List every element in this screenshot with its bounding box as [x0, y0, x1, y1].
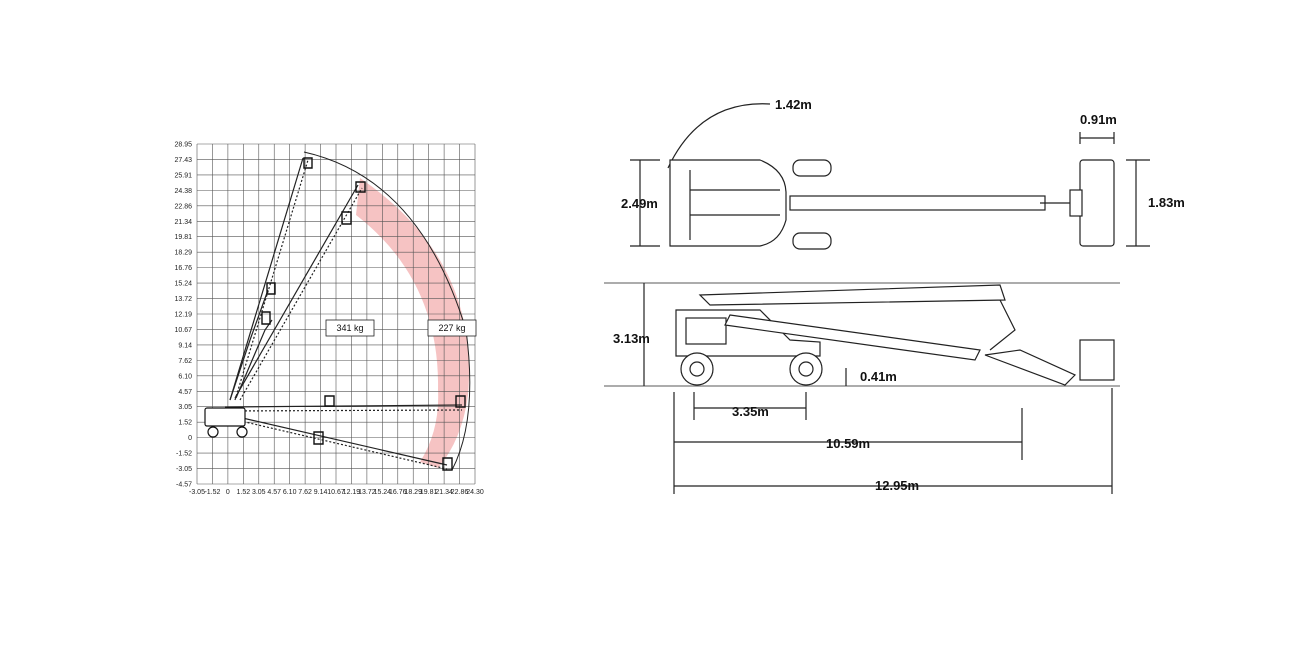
dim-stowed-length-short: 10.59m: [826, 436, 870, 451]
y-tick-label: -1.52: [176, 451, 192, 458]
y-tick-label: 22.86: [174, 203, 192, 210]
y-tick-label: -4.57: [176, 482, 192, 489]
x-tick-label: 3.05: [252, 489, 266, 496]
x-tick-label: 13.72: [358, 489, 376, 496]
y-tick-label: 16.76: [174, 265, 192, 272]
y-tick-label: 12.19: [174, 312, 192, 319]
x-tick-label: -1.52: [204, 489, 220, 496]
x-tick-label: 19.81: [420, 489, 438, 496]
platform-side: [1079, 339, 1115, 381]
dim-swing-radius: 1.42m: [775, 97, 812, 112]
dim-wheelbase: 3.35m: [732, 404, 769, 419]
y-tick-label: -3.05: [176, 466, 192, 473]
y-axis-ticks: 28.95 27.43 25.91 24.38 22.86 21.34 19.81 18.29…: [174, 142, 192, 489]
capacity-box-outer: [427, 319, 477, 337]
boom-plan: [789, 195, 1046, 211]
chassis-plan: [669, 159, 787, 247]
envelope-outline: [303, 151, 471, 471]
y-tick-label: 24.38: [174, 188, 192, 195]
capacity-box-inner: [325, 319, 375, 337]
boom-side: [698, 284, 1006, 306]
chart-grid: [196, 143, 476, 485]
plan-view: [630, 103, 1150, 250]
y-tick-label: 10.67: [174, 327, 192, 334]
wheel-side-front: [680, 352, 714, 386]
working-range-chart: 28.9527.4325.9124.3822.8621.3419.8118.29…: [174, 142, 483, 497]
swing-radius-arc: [667, 103, 771, 169]
side-view: [604, 282, 1120, 494]
dim-platform-width: 1.83m: [1148, 195, 1185, 210]
x-tick-label: 0: [226, 489, 230, 496]
x-tick-label: 7.62: [298, 489, 312, 496]
y-tick-label: 0: [188, 435, 192, 442]
y-tick-label: 25.91: [174, 172, 192, 179]
y-tick-label: 28.95: [174, 142, 192, 149]
dim-ground-clearance: 0.41m: [860, 369, 897, 384]
y-tick-label: 19.81: [174, 234, 192, 241]
x-tick-label: 9.14: [314, 489, 328, 496]
y-tick-label: 4.57: [178, 389, 192, 396]
wheel-plan-top: [792, 159, 832, 177]
machine-silhouette: [204, 407, 248, 438]
dim-stowed-length-overall: 12.95m: [875, 478, 919, 493]
capacity-label-inner: 341 kg: [336, 323, 363, 333]
x-tick-label: 21.34: [435, 489, 453, 496]
y-tick-label: 27.43: [174, 157, 192, 164]
y-tick-label: 9.14: [178, 342, 192, 349]
y-tick-label: 18.29: [174, 250, 192, 257]
y-tick-label: 13.72: [174, 296, 192, 303]
x-tick-label: 16.76: [389, 489, 407, 496]
x-tick-label: 6.10: [283, 489, 297, 496]
platform-plan: [1079, 159, 1115, 247]
x-tick-label: 1.52: [237, 489, 251, 496]
dim-overall-width: 2.49m: [621, 196, 658, 211]
x-tick-label: 15.24: [374, 489, 392, 496]
capacity-label-outer: 227 kg: [438, 323, 465, 333]
x-tick-label: 12.19: [343, 489, 361, 496]
x-tick-label: -3.05: [189, 489, 205, 496]
x-tick-label: 10.67: [327, 489, 345, 496]
y-tick-label: 15.24: [174, 281, 192, 288]
basket-icons: [261, 157, 466, 471]
y-tick-label: 6.10: [178, 373, 192, 380]
y-tick-label: 1.52: [178, 420, 192, 427]
y-tick-label: 21.34: [174, 219, 192, 226]
y-tick-label: 3.05: [178, 404, 192, 411]
x-tick-label: 22.86: [451, 489, 469, 496]
reach-zone-227kg: [356, 178, 470, 468]
x-tick-label: 24.30: [466, 489, 484, 496]
x-tick-label: 4.57: [267, 489, 281, 496]
x-tick-label: 18.29: [404, 489, 422, 496]
boom-positions: [224, 157, 463, 470]
dim-stowed-height: 3.13m: [613, 331, 650, 346]
dim-platform-depth: 0.91m: [1080, 112, 1117, 127]
wheel-side-rear: [789, 352, 823, 386]
wheel-plan-bottom: [792, 232, 832, 250]
y-tick-label: 7.62: [178, 358, 192, 365]
